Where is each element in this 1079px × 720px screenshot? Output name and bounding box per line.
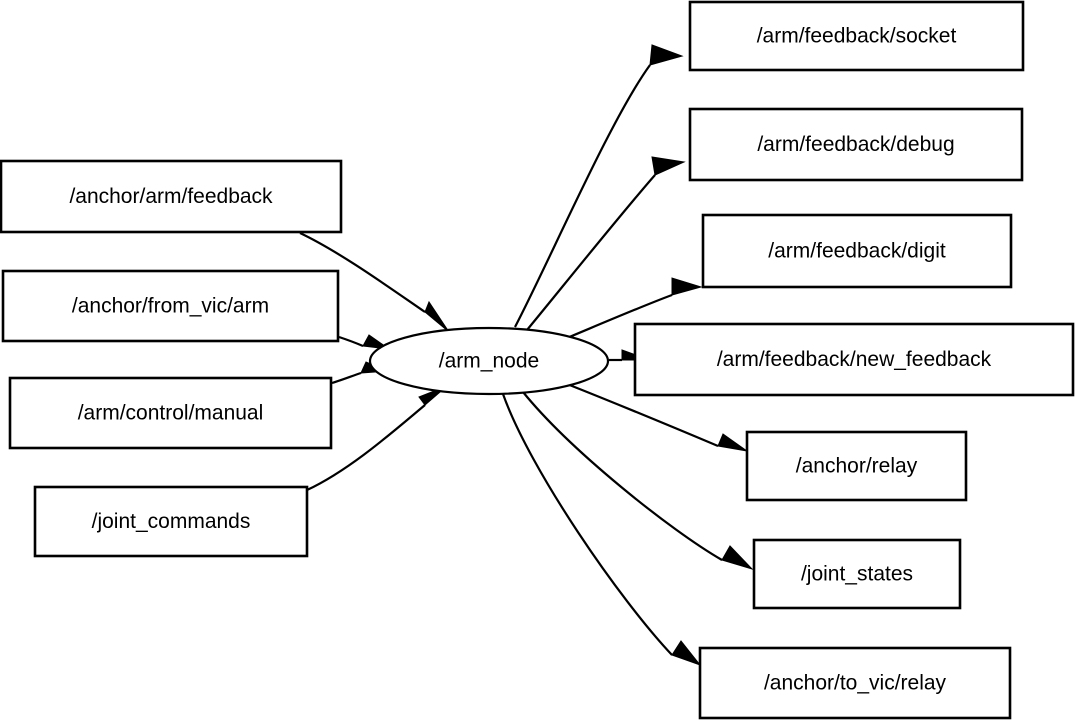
node-label: /arm/control/manual [78, 402, 264, 425]
node-box[interactable] [688, 107, 1024, 182]
center-node-ellipse[interactable] [368, 326, 610, 396]
publisher-node-joint-commands[interactable]: /joint_commands [33, 485, 309, 558]
node-box[interactable] [33, 485, 309, 558]
edge-line [526, 174, 656, 331]
graph-edge [526, 156, 686, 331]
node-box[interactable] [633, 322, 1075, 397]
publisher-node-arm-control-manual[interactable]: /arm/control/manual [8, 376, 333, 450]
subscriber-node-arm-feedback-socket[interactable]: /arm/feedback/socket [688, 0, 1025, 72]
arrow-head-icon [651, 156, 686, 176]
node-box[interactable] [0, 159, 343, 234]
publisher-node-anchor-arm-feedback[interactable]: /anchor/arm/feedback [0, 159, 343, 234]
arrow-head-icon [671, 277, 703, 296]
arrow-head-icon [717, 433, 748, 452]
node-label: /arm/feedback/socket [757, 25, 957, 48]
graph-edge [299, 232, 450, 333]
publisher-nodes-layer: /anchor/arm/feedback/anchor/from_vic/arm… [0, 159, 343, 558]
edge-line [566, 293, 673, 340]
subscriber-node-arm-feedback-debug[interactable]: /arm/feedback/debug [688, 107, 1024, 182]
arrow-head-icon [649, 44, 684, 66]
node-box[interactable] [698, 646, 1012, 720]
node-label: /anchor/relay [796, 455, 918, 478]
subscriber-node-anchor-relay[interactable]: /anchor/relay [745, 430, 968, 502]
arrow-head-icon [424, 300, 450, 333]
arrow-head-icon [721, 545, 754, 571]
edge-line [501, 393, 673, 656]
subscriber-nodes-layer: /arm/feedback/socket/arm/feedback/debug /… [633, 0, 1075, 720]
subscriber-node-arm-feedback-digit[interactable]: /arm/feedback/digit [701, 213, 1013, 289]
node-label: /arm/feedback/new_feedback [717, 348, 992, 371]
arrow-head-icon [671, 640, 702, 667]
edge-line [338, 335, 364, 348]
edge-line [306, 404, 426, 491]
subscriber-node-arm-feedback-new-feedback[interactable]: /arm/feedback/new_feedback [633, 322, 1075, 397]
edge-line [514, 64, 651, 328]
node-label: /anchor/arm/feedback [69, 185, 273, 208]
node-box[interactable] [1, 269, 340, 343]
edge-line [299, 232, 426, 313]
edge-line [566, 382, 719, 448]
edge-line [522, 391, 723, 561]
subscriber-node-anchor-to-vic-relay[interactable]: /anchor/to_vic/relay [698, 646, 1012, 720]
publisher-node-anchor-from-vic-arm[interactable]: /anchor/from_vic/arm [1, 269, 340, 343]
graph-edge [501, 393, 702, 667]
graph-edge [566, 382, 748, 452]
subscriber-node-joint-states[interactable]: /joint_states [752, 538, 962, 610]
node-label: /joint_commands [92, 510, 251, 533]
graph-edge [566, 277, 703, 340]
center-node-group[interactable]: /arm_node [368, 326, 610, 396]
node-label: /anchor/from_vic/arm [72, 295, 269, 318]
node-label: /anchor/to_vic/relay [764, 672, 947, 695]
node-box[interactable] [745, 430, 968, 502]
node-box[interactable] [701, 213, 1013, 289]
graph-edge [522, 391, 754, 571]
node-box[interactable] [8, 376, 333, 450]
node-label: /arm/feedback/debug [757, 133, 954, 156]
node-label: /joint_states [801, 563, 913, 586]
node-label: /arm/feedback/digit [768, 240, 946, 263]
graph-edge [514, 44, 684, 328]
center-node-label: /arm_node [439, 350, 539, 373]
edge-line [331, 371, 362, 385]
node-box[interactable] [752, 538, 962, 610]
node-box[interactable] [688, 0, 1025, 72]
